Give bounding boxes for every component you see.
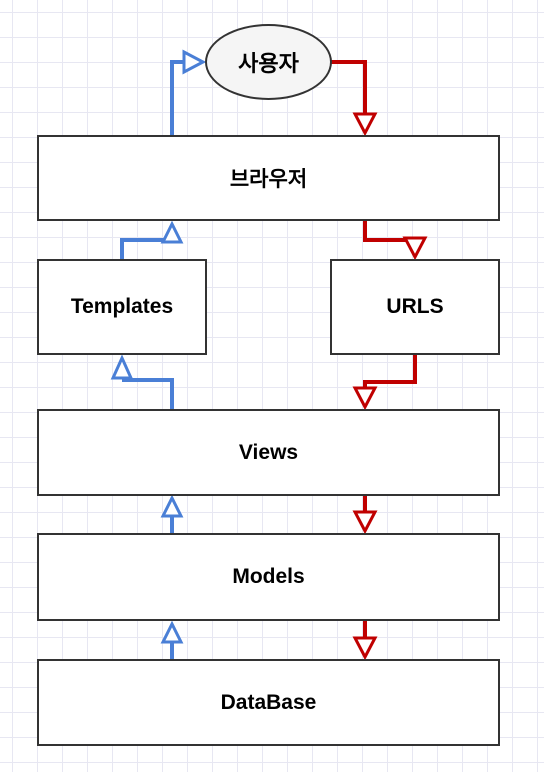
models-node: Models [37,533,500,621]
arrowhead-browser-down [352,112,378,137]
arrowhead-views-in [160,494,184,518]
browser-label: 브라우저 [229,168,308,191]
arrow-views-to-templates [122,378,174,410]
arrowhead-database-down [352,636,378,661]
database-label: DataBase [220,690,317,714]
arrowhead-views-down [352,386,378,411]
views-label: Views [238,440,299,464]
user-node: 사용자 [205,24,332,100]
arrow-browser-to-user [170,60,183,136]
arrowhead-templates-in [110,354,134,380]
arrow-urls-to-views [363,354,417,388]
arrowhead-models-in [160,620,184,644]
arrow-user-to-browser [330,60,367,114]
arrowhead-urls-down [402,236,428,261]
user-label: 사용자 [238,51,299,76]
templates-node: Templates [37,259,207,355]
database-node: DataBase [37,659,500,746]
models-label: Models [232,565,305,588]
arrowhead-browser-in [160,220,184,244]
arrowhead-models-down [352,510,378,535]
arrow-templates-to-browser [120,238,172,260]
arrowhead-user-in [182,49,207,75]
urls-node: URLS [330,259,500,355]
browser-node: 브라우저 [37,135,500,221]
templates-label: Templates [70,295,174,318]
views-node: Views [37,409,500,496]
urls-label: URLS [386,295,444,318]
